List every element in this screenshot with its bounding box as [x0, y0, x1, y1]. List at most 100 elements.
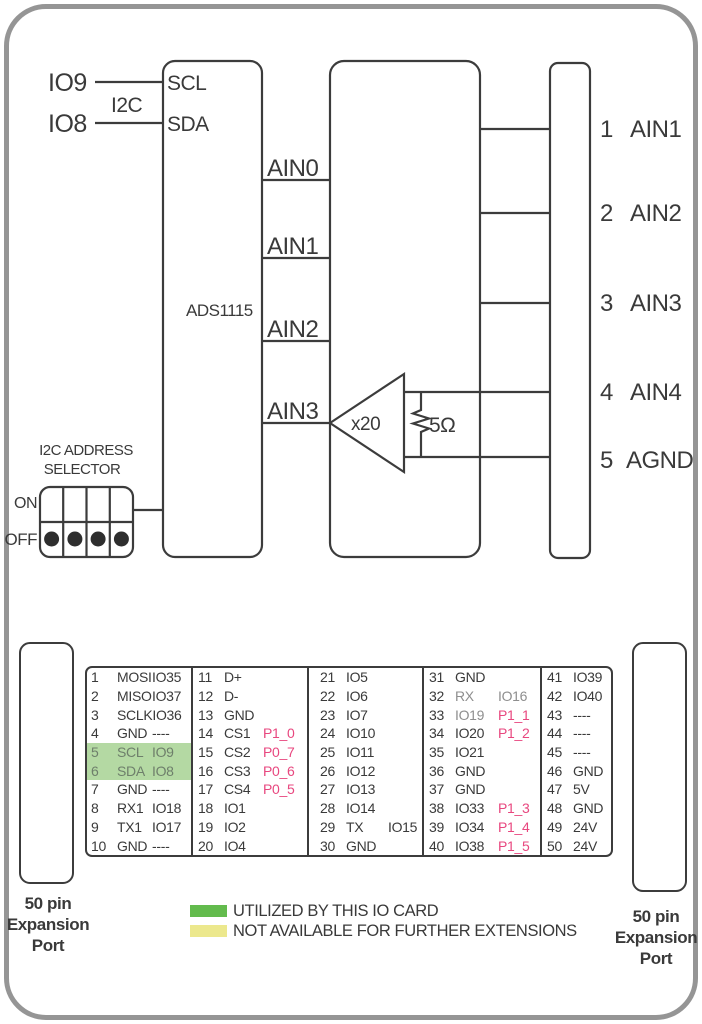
pin-name: IO14 [346, 800, 376, 817]
pin-io: P1_1 [498, 706, 530, 723]
ads1115-block [161, 59, 264, 559]
legend-item-not-available: NOT AVAILABLE FOR FURTHER EXTENSIONS [190, 921, 577, 940]
pin-number: 37 [429, 781, 444, 798]
switch-off-label: OFF [5, 530, 38, 549]
pin-number: 13 [198, 706, 213, 723]
pin-io: IO17 [152, 818, 182, 835]
pin-io: IO9 [152, 744, 174, 761]
pin-name: IO21 [455, 744, 485, 761]
pin-name: GND [117, 837, 148, 854]
pin-row-20: 20 IO4 [198, 836, 307, 855]
pin-number: 7 [91, 781, 99, 798]
right-expansion-port-label: 50 pin Expansion Port [606, 906, 702, 969]
pin-number: 19 [198, 818, 213, 835]
circuit-diagram: IO9 I2C IO8 SCL SDA ADS1115 AIN0 AIN1 AI… [5, 59, 694, 560]
pin-io: IO18 [152, 800, 182, 817]
pin-name: ---- [573, 725, 591, 742]
pin-number: 46 [547, 762, 562, 779]
pin-number: 48 [547, 800, 562, 817]
legend-label: NOT AVAILABLE FOR FURTHER EXTENSIONS [233, 921, 577, 940]
pin-name: CS1 [224, 725, 251, 742]
terminal5-num: 5 [600, 447, 613, 474]
port-label-line: Expansion [614, 928, 698, 947]
pin-row-50: 50 24V [547, 836, 611, 855]
port-label-line: Expansion [6, 915, 90, 934]
pin-name: GND [455, 781, 486, 798]
pin-number: 33 [429, 706, 444, 723]
pin-name: SCLK [117, 706, 153, 723]
pin-name: IO4 [224, 837, 246, 854]
terminal1-label: AIN1 [630, 116, 682, 143]
selector-title-line1: I2C ADDRESS [39, 442, 133, 459]
pin-name: IO33 [455, 800, 485, 817]
outer-rounded-frame [4, 4, 698, 1020]
mux-block [328, 59, 482, 559]
pin-number: 44 [547, 725, 562, 742]
pin-number: 20 [198, 837, 213, 854]
i2c-bus-label: I2C [111, 94, 143, 117]
pin-number: 1 [91, 669, 99, 686]
terminal3-label: AIN3 [630, 290, 682, 317]
pin-name: TX1 [117, 818, 142, 835]
pin-number: 39 [429, 818, 444, 835]
pin-name: 24V [573, 818, 598, 835]
amplifier-triangle [328, 371, 406, 475]
selector-title-line2: SELECTOR [44, 461, 121, 478]
pin-io: P1_2 [498, 725, 530, 742]
pin-number: 32 [429, 688, 444, 705]
pin-number: 45 [547, 744, 562, 761]
pin-number: 50 [547, 837, 562, 854]
left-expansion-port-label: 50 pin Expansion Port [0, 893, 98, 956]
pin-name: IO12 [346, 762, 376, 779]
dip-switch-dividers [40, 487, 133, 557]
port-label-line: Port [31, 936, 65, 955]
pin-number: 38 [429, 800, 444, 817]
terminal2-num: 2 [600, 200, 613, 227]
pin-io: P1_5 [498, 837, 530, 854]
pin-number: 21 [320, 669, 335, 686]
io9-label: IO9 [48, 69, 87, 97]
pin-number: 8 [91, 800, 99, 817]
port-label-line: Port [639, 949, 673, 968]
legend-item-utilized: UTILIZED BY THIS IO CARD [190, 902, 577, 920]
pin-number: 42 [547, 688, 562, 705]
ain0-label: AIN0 [267, 155, 319, 182]
pin-name: ---- [573, 706, 591, 723]
pin-row-43: 43---- [547, 705, 611, 724]
pin-io: P1_3 [498, 800, 530, 817]
terminal1-num: 1 [600, 116, 613, 143]
pin-name: IO7 [346, 706, 368, 723]
terminal-block [548, 61, 592, 560]
pin-name: GND [346, 837, 377, 854]
pin-name: 24V [573, 837, 598, 854]
green-swatch [190, 905, 227, 917]
sda-pin-label: SDA [167, 113, 209, 136]
pin-io: IO8 [152, 762, 174, 779]
right-expansion-port-connector [632, 642, 687, 892]
ain3-label: AIN3 [267, 398, 319, 425]
